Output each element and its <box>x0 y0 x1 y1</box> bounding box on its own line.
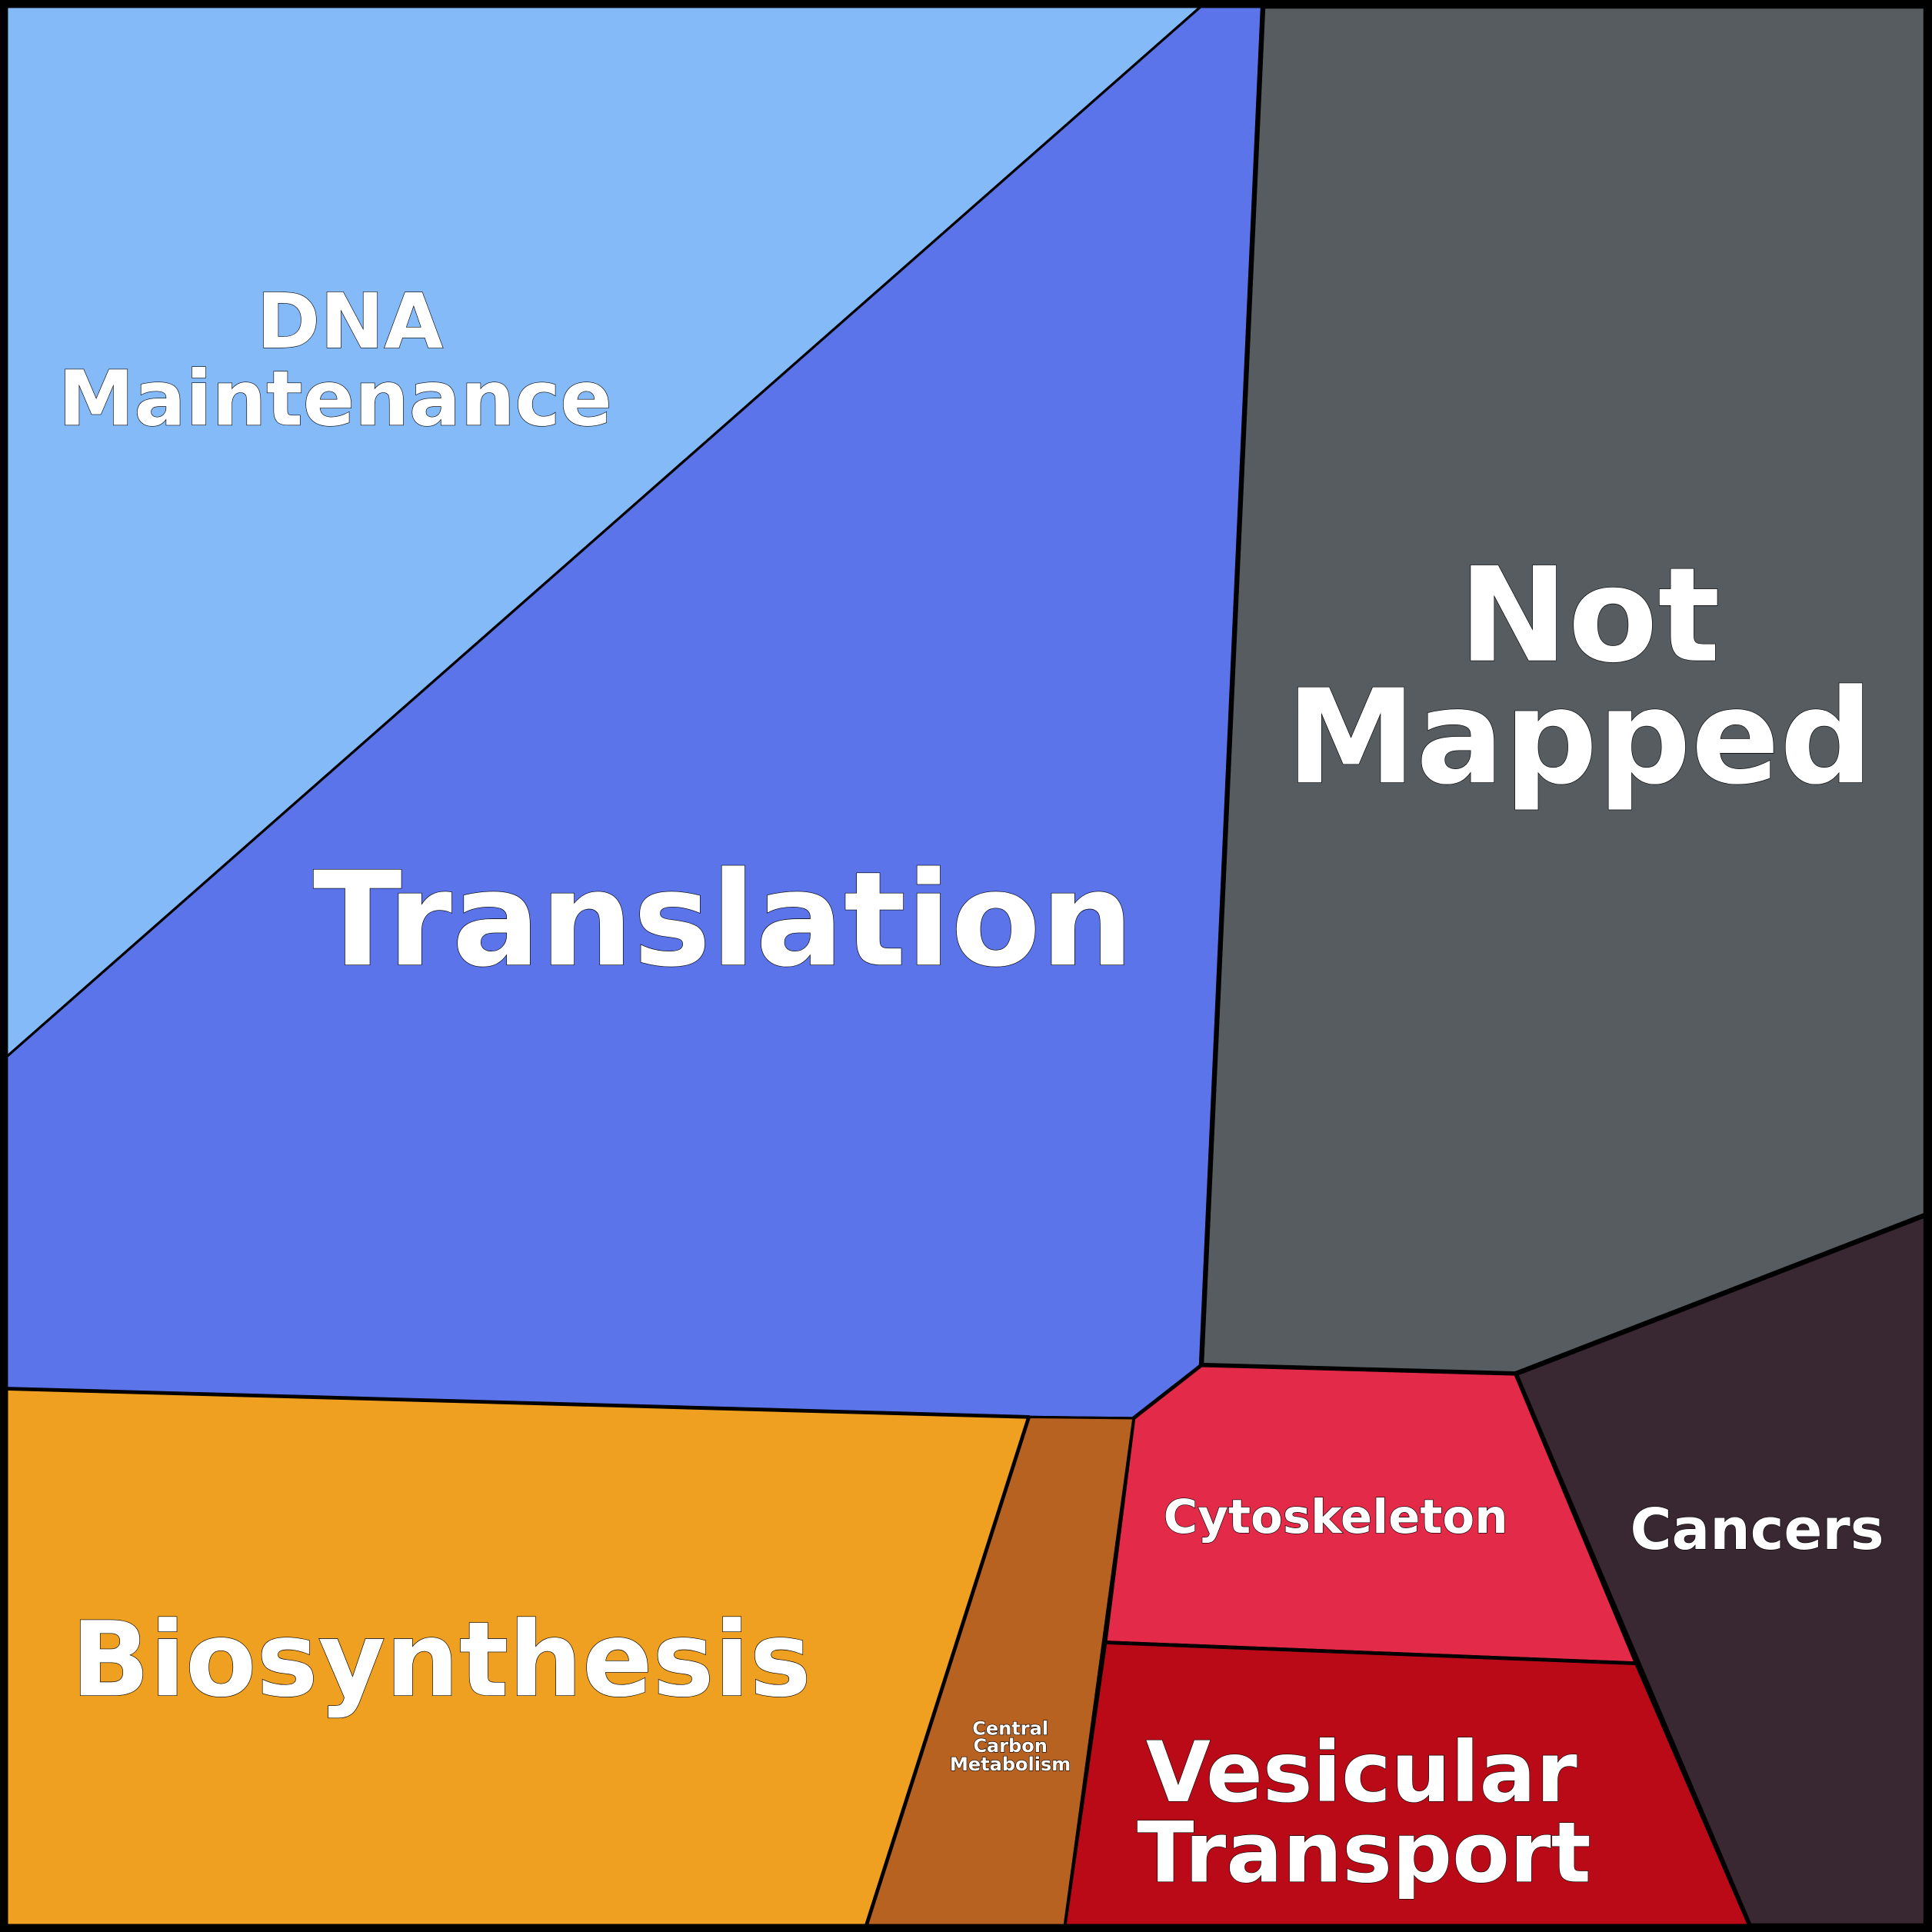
label-central-carbon-2: Carbon <box>973 1735 1047 1757</box>
label-not-mapped-1: Not <box>1459 540 1720 692</box>
label-cytoskeleton: Cytoskeleton <box>1164 1490 1508 1544</box>
label-central-carbon-1: Central <box>972 1718 1048 1740</box>
label-vesicular-transport-2: Transport <box>1137 1804 1591 1901</box>
label-dna-maintenance-2: Maintenance <box>58 355 612 444</box>
label-cancers: Cancers <box>1630 1497 1884 1563</box>
label-dna-maintenance-1: DNA <box>257 278 444 366</box>
label-biosynthesis: Biosynthesis <box>71 1599 811 1720</box>
label-not-mapped-2: Mapped <box>1286 661 1873 814</box>
label-translation: Translation <box>313 844 1134 996</box>
label-central-carbon-3: Metabolism <box>950 1754 1071 1775</box>
label-vesicular-transport-1: Vesicular <box>1146 1724 1577 1821</box>
